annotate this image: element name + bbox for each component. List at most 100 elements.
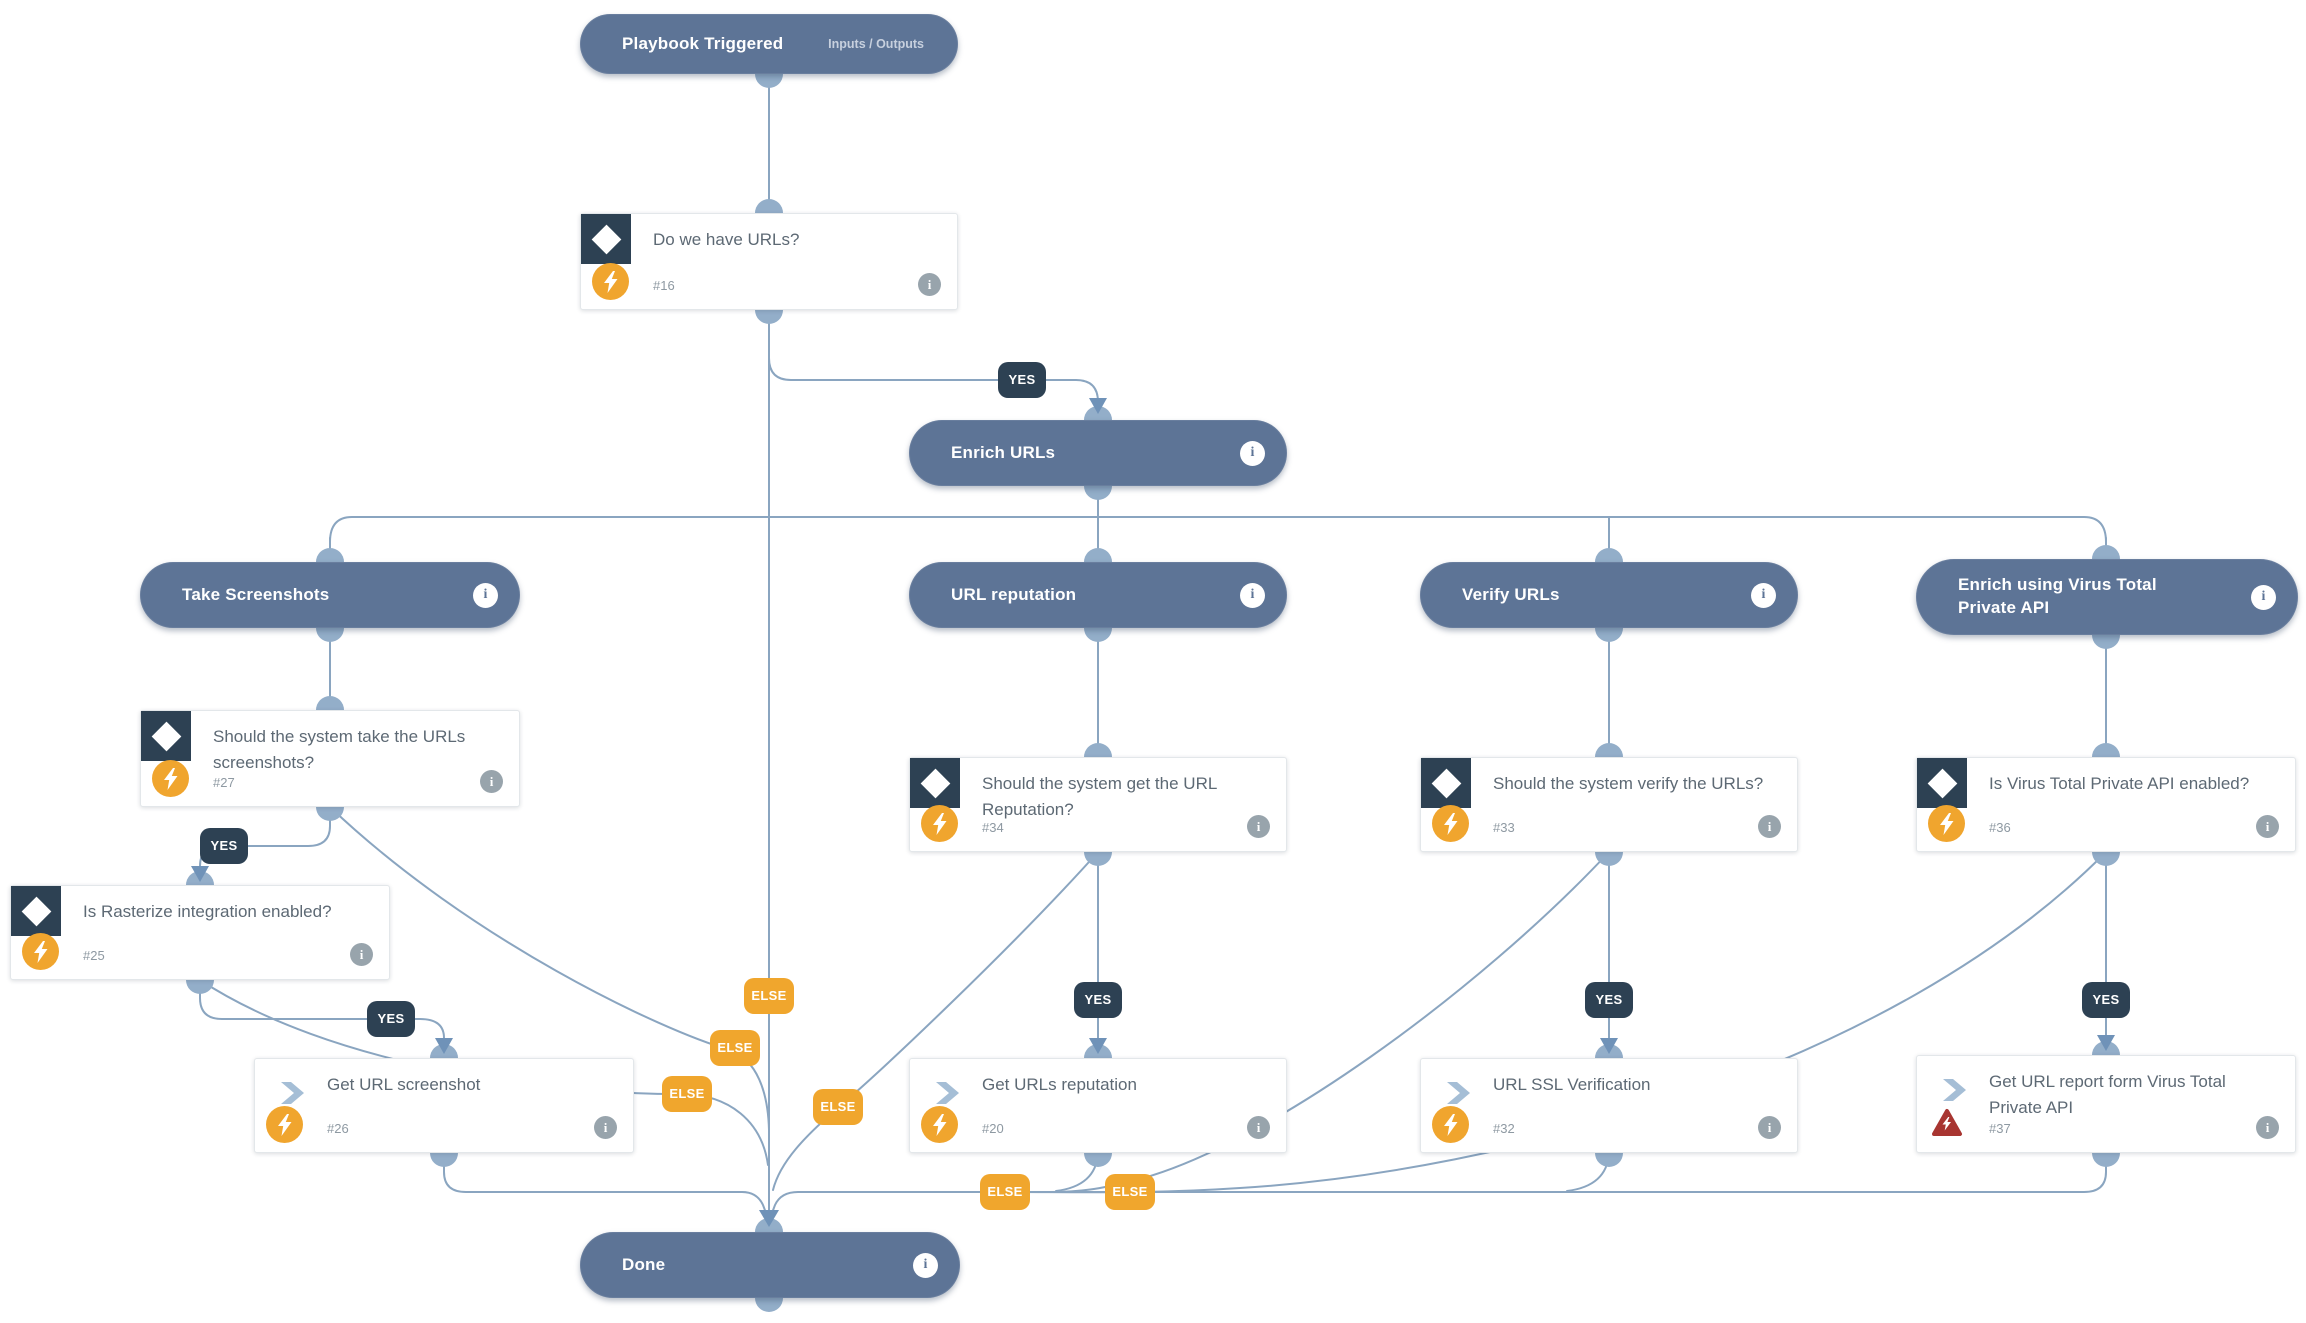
info-icon[interactable]: i [1758,1116,1781,1139]
edge-label-yes-c34: YES [1074,982,1122,1018]
condition-diamond-icon [910,758,960,808]
task-chevron-icon [279,1081,305,1110]
info-icon[interactable]: i [913,1252,938,1278]
node-get-url-report-vt[interactable]: Get URL report form Virus Total Private … [1916,1055,2296,1153]
node-done[interactable]: Done i [580,1232,960,1298]
task-chevron-icon [1941,1078,1967,1107]
task-title: Get URLs reputation [982,1075,1137,1094]
info-icon[interactable]: i [1758,815,1781,838]
edge-t37-to-done [771,1152,2107,1214]
info-icon[interactable]: i [1751,582,1776,608]
automation-bolt-icon [592,263,629,300]
node-url-reputation[interactable]: URL reputation i [909,562,1287,628]
edge-enrich-rail [329,516,2107,543]
condition-diamond-icon [581,214,631,264]
info-icon[interactable]: i [2256,815,2279,838]
node-do-we-have-urls[interactable]: Do we have URLs? #16 i [580,213,958,310]
task-id: #36 [1989,820,2011,835]
node-take-screenshots[interactable]: Take Screenshots i [140,562,520,628]
info-icon[interactable]: i [2256,1116,2279,1139]
task-title: Is Rasterize integration enabled? [83,902,332,921]
condition-diamond-icon [141,711,191,761]
edge-label-yes-c16: YES [998,362,1046,398]
node-url-ssl-verification[interactable]: URL SSL Verification #32 i [1420,1058,1798,1153]
task-id: #32 [1493,1121,1515,1136]
task-title: Is Virus Total Private API enabled? [1989,774,2250,793]
node-should-get-reputation[interactable]: Should the system get the URL Reputation… [909,757,1287,852]
task-title: URL SSL Verification [1493,1075,1651,1094]
task-chevron-icon [1445,1081,1471,1110]
automation-bolt-icon [266,1106,303,1143]
edge-c16-yes-to-enrich [768,309,1099,411]
task-id: #16 [653,278,675,293]
automation-bolt-icon [1432,805,1469,842]
task-id: #25 [83,948,105,963]
info-icon[interactable]: i [2251,584,2276,610]
node-enrich-urls[interactable]: Enrich URLs i [909,420,1287,486]
edge-label-else-c33: ELSE [1105,1174,1155,1210]
node-title: Verify URLs [1462,584,1560,604]
condition-diamond-icon [11,886,61,936]
automation-bolt-icon [1432,1106,1469,1143]
automation-bolt-icon [22,933,59,970]
edge-t26-to-done [443,1152,767,1214]
automation-bolt-icon [1928,805,1965,842]
node-get-url-screenshot[interactable]: Get URL screenshot #26 i [254,1058,634,1153]
automation-bolt-icon [152,760,189,797]
node-should-take-screenshots[interactable]: Should the system take the URLs screensh… [140,710,520,807]
node-title: Playbook Triggered [622,33,784,53]
node-title: URL reputation [951,584,1077,604]
task-id: #26 [327,1121,349,1136]
condition-diamond-icon [1917,758,1967,808]
info-icon[interactable]: i [1247,1116,1270,1139]
info-icon[interactable]: i [1240,582,1265,608]
task-title: Do we have URLs? [653,230,800,249]
arrowheads [191,398,2115,1227]
task-title: Get URL screenshot [327,1075,481,1094]
node-verify-urls[interactable]: Verify URLs i [1420,562,1798,628]
info-icon[interactable]: i [473,582,498,608]
info-icon[interactable]: i [480,770,503,793]
node-title: Enrich using Virus Total Private API [1958,575,2157,617]
info-icon[interactable]: i [1247,815,1270,838]
task-id: #34 [982,820,1004,835]
edge-c27-else [329,806,770,1131]
inputs-outputs-button[interactable]: Inputs / Outputs [828,37,924,51]
edge-label-yes-c25: YES [367,1001,415,1037]
task-id: #27 [213,775,235,790]
info-icon[interactable]: i [350,943,373,966]
node-title: Take Screenshots [182,584,330,604]
node-get-urls-reputation[interactable]: Get URLs reputation #20 i [909,1058,1287,1153]
task-chevron-icon [934,1081,960,1110]
edge-label-yes-c36: YES [2082,982,2130,1018]
info-icon[interactable]: i [594,1116,617,1139]
node-should-verify-urls[interactable]: Should the system verify the URLs? #33 i [1420,757,1798,852]
task-id: #37 [1989,1121,2011,1136]
edge-label-else-c25: ELSE [662,1076,712,1112]
info-icon[interactable]: i [918,273,941,296]
node-is-vt-enabled[interactable]: Is Virus Total Private API enabled? #36 … [1916,757,2296,852]
edge-c25-yes [199,979,445,1049]
edge-c34-else [772,851,1099,1191]
node-title: Done [622,1254,666,1274]
task-id: #20 [982,1121,1004,1136]
condition-diamond-icon [1421,758,1471,808]
edge-label-yes-c27: YES [200,828,248,864]
edge-label-yes-c33: YES [1585,982,1633,1018]
task-title: Get URL report form Virus Total Private … [1989,1072,2226,1117]
automation-bolt-icon [921,805,958,842]
edge-label-else-c34: ELSE [813,1089,863,1125]
edge-label-else-c16: ELSE [744,978,794,1014]
task-title: Should the system get the URL Reputation… [982,774,1217,819]
info-icon[interactable]: i [1240,440,1265,466]
edge-label-else-c27: ELSE [710,1030,760,1066]
edge-label-else-c36: ELSE [980,1174,1030,1210]
node-playbook-triggered[interactable]: Playbook Triggered Inputs / Outputs [580,14,958,74]
task-title: Should the system take the URLs screensh… [213,727,466,772]
automation-bolt-icon [921,1106,958,1143]
node-is-rasterize-enabled[interactable]: Is Rasterize integration enabled? #25 i [10,885,390,980]
error-warning-icon [1931,1108,1963,1142]
node-enrich-virus-total[interactable]: Enrich using Virus Total Private API i [1916,559,2298,635]
task-id: #33 [1493,820,1515,835]
